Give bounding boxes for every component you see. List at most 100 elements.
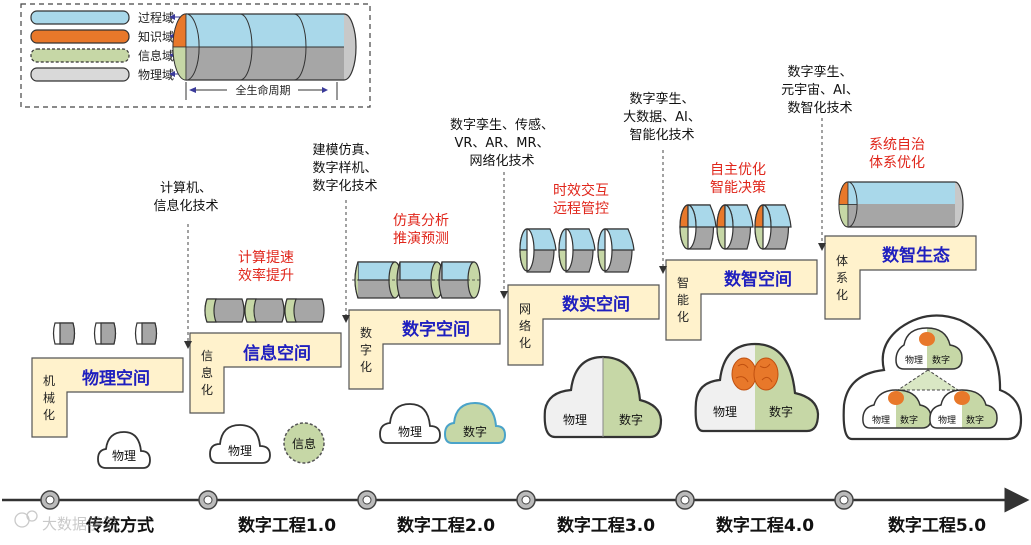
stair-step-2 xyxy=(348,309,501,390)
tech-text-1: 建模仿真、数字样机、数字化技术 xyxy=(312,143,377,194)
text-line: 数字样机、 xyxy=(312,161,377,176)
enabler-label-networking: 网络化 xyxy=(519,302,531,350)
stair-step-1 xyxy=(189,332,342,414)
tech-text-2: 数字孪生、传感、VR、AR、MR、网络化技术 xyxy=(450,117,554,169)
legend-label-knowledge: 知识域 xyxy=(138,30,174,44)
tech-text-3: 数字孪生、大数据、AI、智能化技术 xyxy=(623,91,701,143)
text-line: 数智化技术 xyxy=(787,101,852,116)
timeline-node xyxy=(357,490,377,510)
timeline-node xyxy=(40,490,60,510)
space-title-ecosystem: 数智生态 xyxy=(882,245,950,266)
timeline-node xyxy=(198,490,218,510)
enabler-label-informatization: 信息化 xyxy=(201,349,213,397)
cloud-label: 物理 xyxy=(713,405,737,419)
text-line: 数字孪生、 xyxy=(787,64,852,80)
stair-step-4 xyxy=(665,259,818,341)
legend-label-physical: 物理域 xyxy=(138,68,174,82)
legend-item-process: 过程域 xyxy=(30,10,174,25)
text-line: 体 xyxy=(836,254,848,268)
text-line: 系 xyxy=(836,271,848,285)
stage-0-segments xyxy=(52,322,158,345)
text-line: 械 xyxy=(43,390,55,405)
timeline-axis xyxy=(2,487,1030,513)
cloud-label: 物理 xyxy=(228,444,252,458)
cloud-merged-3: 物理 数字 xyxy=(543,355,663,439)
text-line: 化 xyxy=(519,336,531,350)
cloud-label: 物理 xyxy=(872,414,890,426)
stair-steps xyxy=(31,235,977,438)
text-line: 大数据、AI、 xyxy=(623,110,701,125)
text-line: 数字孪生、传感、 xyxy=(450,117,554,133)
goal-text-1: 计算提速效率提升 xyxy=(238,250,294,284)
era-label-3: 数字工程3.0 xyxy=(557,515,655,536)
cloud-label: 物理 xyxy=(905,354,923,366)
inner-cloud-right: 物理 数字 xyxy=(929,389,998,429)
cloud-label: 数字 xyxy=(932,354,950,366)
cloud-label: 数字 xyxy=(619,412,643,427)
era-label-4: 数字工程4.0 xyxy=(716,515,814,536)
stage-2-segments xyxy=(352,261,481,299)
cloud-label: 数字 xyxy=(966,414,984,426)
cloud-label: 物理 xyxy=(938,414,956,426)
text-line: 智能化技术 xyxy=(629,128,694,143)
stage-4-segments xyxy=(679,204,792,250)
space-title-digital-intel: 数智空间 xyxy=(724,269,792,290)
era-label-1: 数字工程1.0 xyxy=(238,515,336,536)
text-line: 络 xyxy=(519,318,531,333)
tech-text-0: 计算机、信息化技术 xyxy=(153,181,218,214)
text-line: 化 xyxy=(201,383,213,397)
text-line: 化 xyxy=(836,288,848,302)
stair-step-3 xyxy=(507,284,660,366)
enabler-label-intelligentization: 智能化 xyxy=(677,275,689,324)
text-line: 机 xyxy=(43,374,55,388)
stage-1-segments xyxy=(204,298,325,323)
watermark: 大数据学习 xyxy=(14,510,117,533)
inner-cloud-top: 物理 数字 xyxy=(895,327,963,370)
text-line: 化 xyxy=(677,310,689,324)
legend-item-knowledge: 知识域 xyxy=(30,29,174,44)
legend-item-physical: 物理域 xyxy=(30,67,174,82)
enabler-label-digitalization: 数字化 xyxy=(360,325,372,374)
cloud-physical-1: 物理 xyxy=(209,424,271,464)
text-line: 建模仿真、 xyxy=(312,143,377,158)
stage-5-cylinder xyxy=(838,181,964,228)
text-line: 网 xyxy=(519,302,531,316)
text-line: 能 xyxy=(677,293,689,307)
text-line: 自主优化 xyxy=(710,162,766,178)
enabler-label-mechanization: 机械化 xyxy=(43,374,55,422)
cloud-merged-4: 物理 数字 xyxy=(694,342,820,433)
space-title-physical: 物理空间 xyxy=(82,368,150,389)
cloud-digital-2: 数字 xyxy=(443,401,507,444)
cloud-physical-2: 物理 xyxy=(379,403,441,444)
watermark-text: 大数据学习 xyxy=(42,515,117,533)
goal-text-3: 时效交互远程管控 xyxy=(553,182,609,217)
cloud-ecosystem-5: 物理 数字 物理 数字 物理 数字 xyxy=(842,314,1023,441)
text-line: 计算机、 xyxy=(160,181,212,196)
text-line: 网络化技术 xyxy=(469,153,534,169)
stair-step-5 xyxy=(824,235,977,320)
tech-text-4: 数字孪生、元宇宙、AI、数智化技术 xyxy=(781,64,859,116)
cloud-label: 物理 xyxy=(398,425,422,439)
cloud-label: 物理 xyxy=(563,413,587,427)
text-line: 效率提升 xyxy=(238,267,294,284)
text-line: 化 xyxy=(360,360,372,374)
text-line: 字 xyxy=(360,342,372,357)
text-line: 系统自治 xyxy=(869,137,925,153)
text-line: 息 xyxy=(201,365,213,380)
era-label-traditional: 传统方式 xyxy=(85,515,154,536)
cloud-label: 信息 xyxy=(292,436,316,451)
era-label-5: 数字工程5.0 xyxy=(888,515,986,536)
text-line: 时效交互 xyxy=(553,182,609,199)
text-line: 远程管控 xyxy=(553,201,609,217)
brain-icon xyxy=(731,357,779,391)
text-line: 推演预测 xyxy=(393,231,449,247)
text-line: 体系优化 xyxy=(869,155,925,171)
timeline-node xyxy=(675,490,695,510)
cloud-label: 数字 xyxy=(900,414,918,426)
text-line: 数 xyxy=(360,325,372,340)
stage-3-segments xyxy=(519,228,635,273)
legend-label-info: 信息域 xyxy=(138,48,174,63)
goal-text-5: 系统自治体系优化 xyxy=(869,137,925,171)
legend-label-process: 过程域 xyxy=(138,10,174,25)
lifecycle-label: 全生命周期 xyxy=(236,83,291,97)
